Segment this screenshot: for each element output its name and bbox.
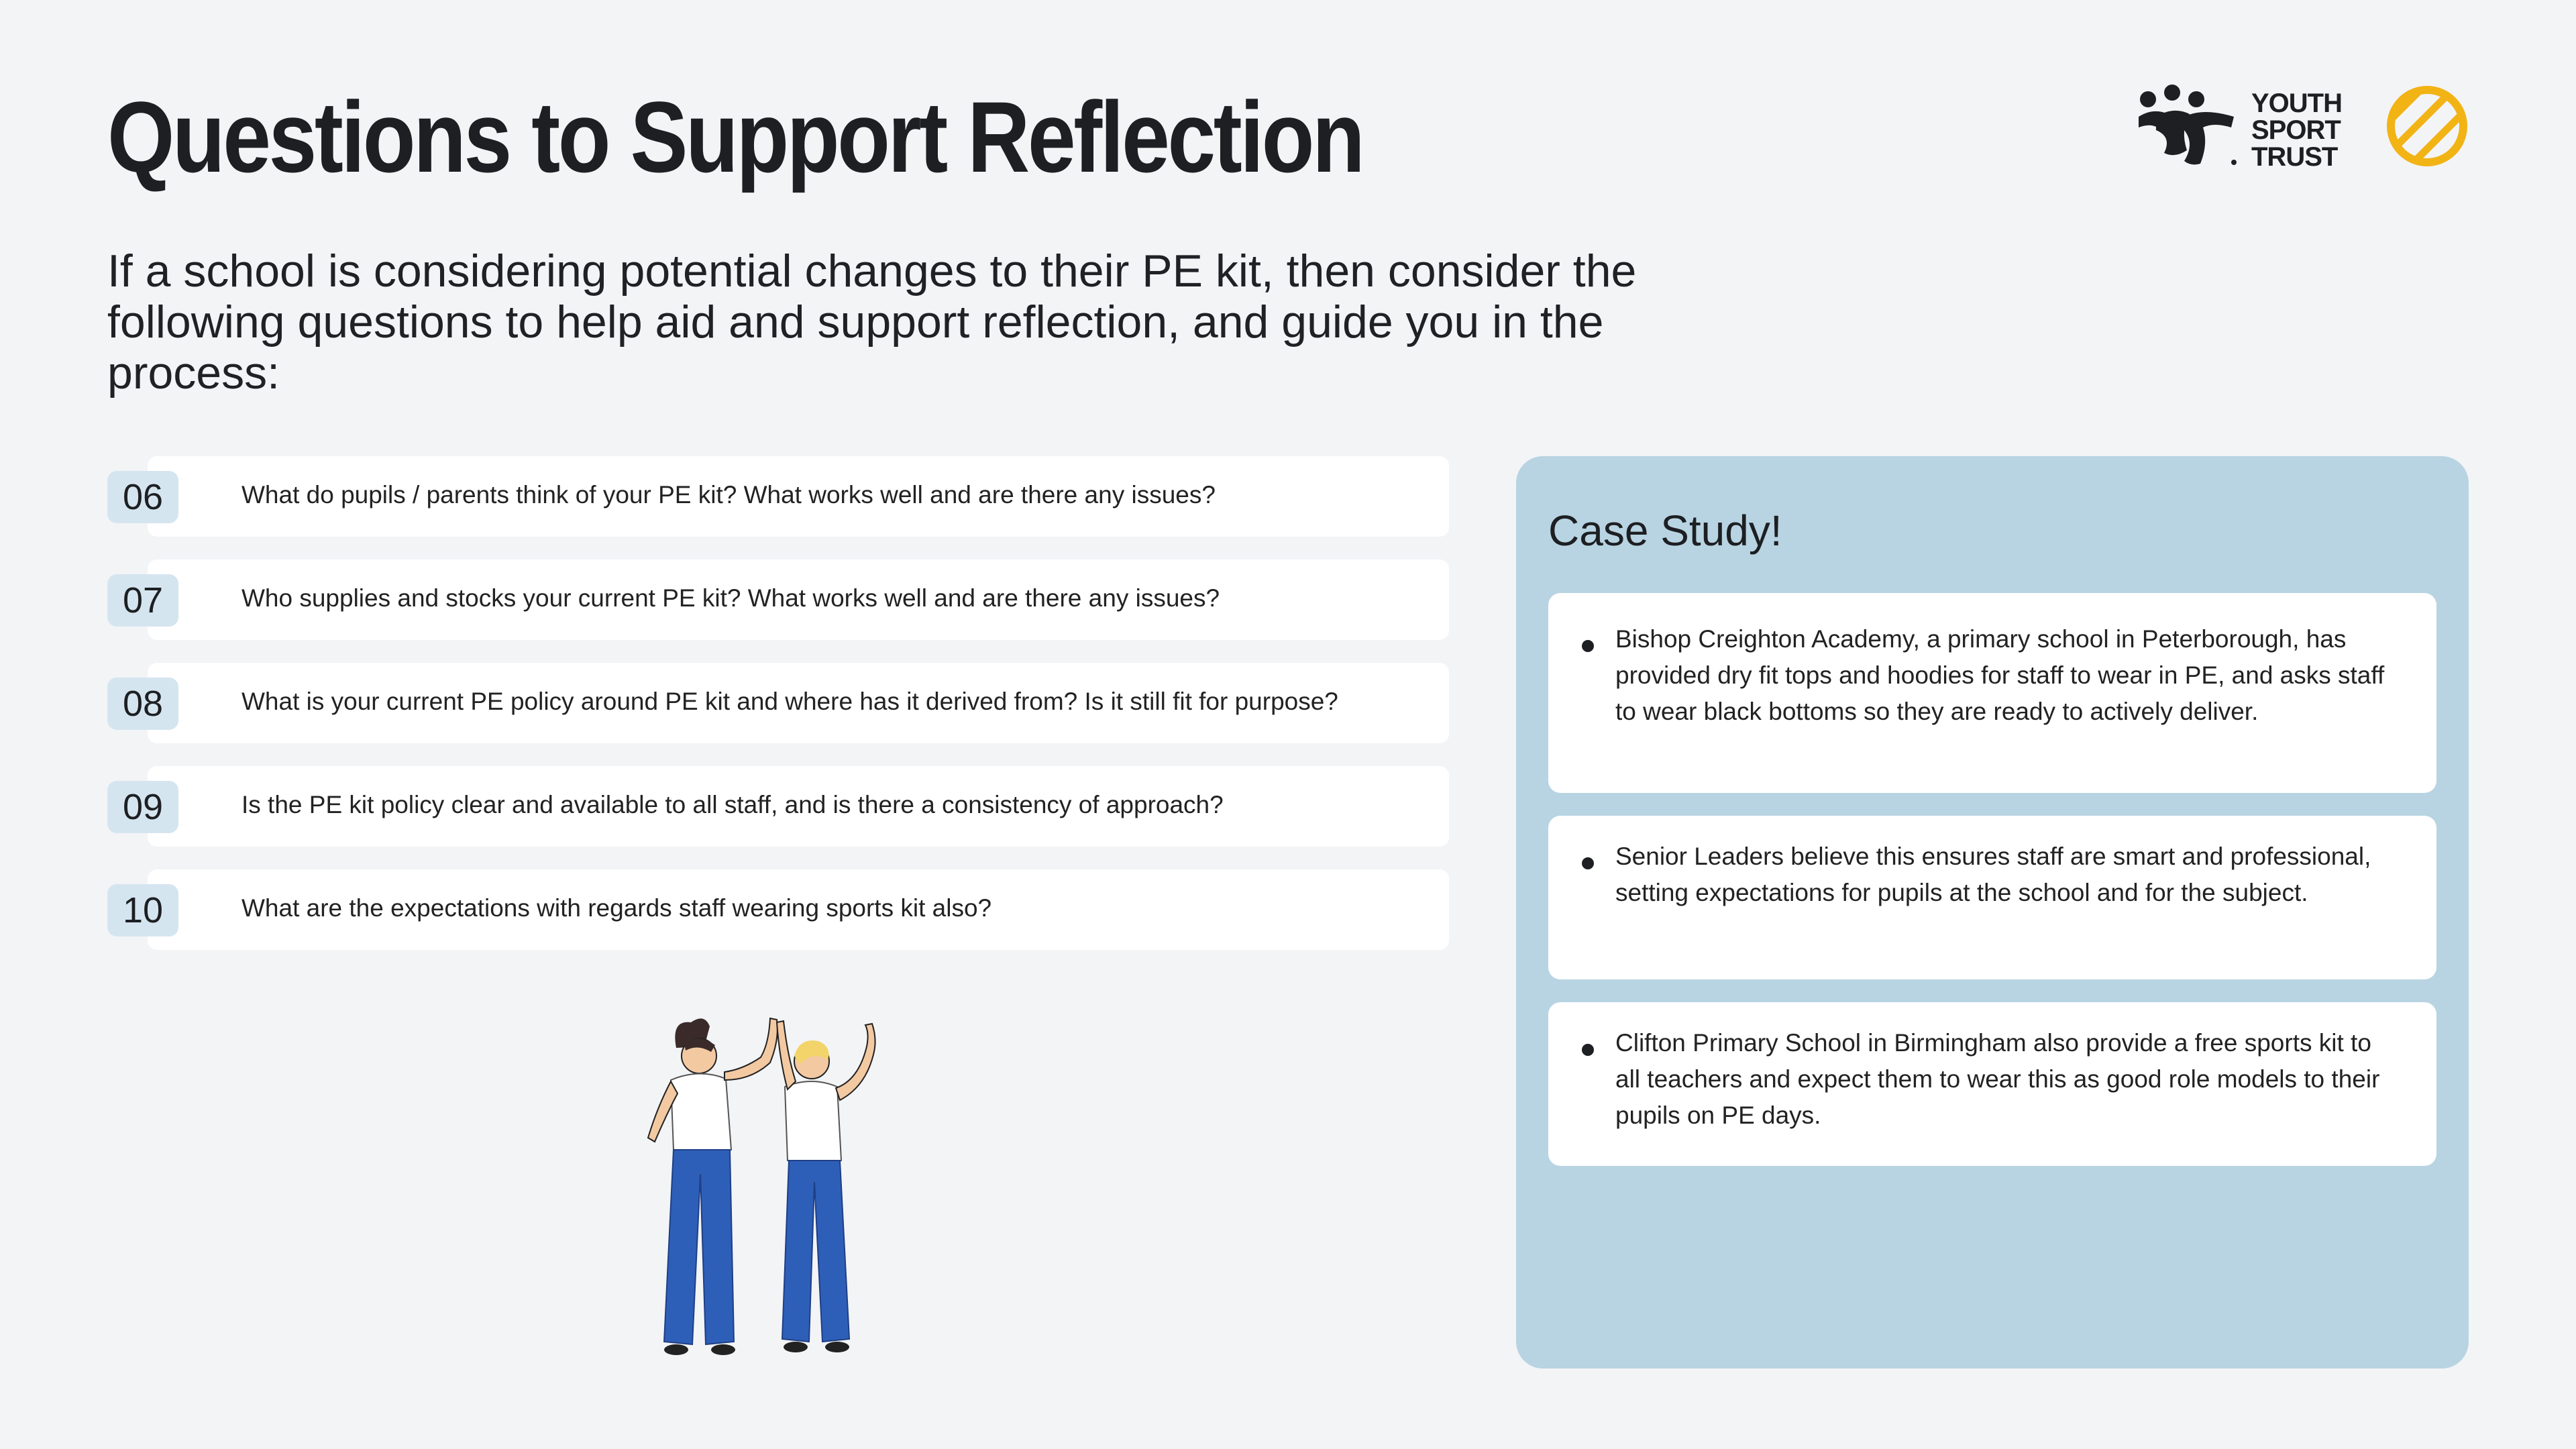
question-text: What is your current PE policy around PE… (241, 688, 1338, 715)
question-text: Who supplies and stocks your current PE … (241, 584, 1220, 612)
logo-line: SPORT (2251, 115, 2341, 145)
case-study-item: Bishop Creighton Academy, a primary scho… (1548, 593, 2436, 793)
case-study-text: Senior Leaders believe this ensures staf… (1615, 843, 2371, 906)
question-item: What is your current PE policy around PE… (107, 663, 1449, 743)
yellow-striped-circle-icon (2387, 86, 2467, 166)
case-study-item: Clifton Primary School in Birmingham als… (1548, 1002, 2436, 1166)
question-number: 06 (107, 471, 178, 523)
case-study-item: Senior Leaders believe this ensures staf… (1548, 816, 2436, 979)
question-number: 08 (107, 678, 178, 730)
question-list: What do pupils / parents think of your P… (107, 456, 1449, 973)
intro-text: If a school is considering potential cha… (107, 246, 1637, 398)
pupil-figure-left (647, 1017, 778, 1355)
bullet-icon (1582, 857, 1594, 869)
page-title: Questions to Support Reflection (107, 80, 1365, 193)
question-card: What do pupils / parents think of your P… (148, 456, 1449, 537)
question-card: What is your current PE policy around PE… (148, 663, 1449, 743)
question-item: What are the expectations with regards s… (107, 869, 1449, 950)
question-number: 10 (107, 884, 178, 936)
question-number: 09 (107, 781, 178, 833)
pupil-figure-right (775, 1020, 876, 1352)
logo-area: YOUTH SPORT TRUST (2133, 83, 2482, 177)
bullet-icon (1582, 1044, 1594, 1056)
youth-sport-trust-figures-icon (2139, 85, 2237, 165)
case-study-title: Case Study! (1548, 506, 1782, 555)
case-study-panel: Case Study! Bishop Creighton Academy, a … (1516, 456, 2469, 1368)
case-study-text: Clifton Primary School in Birmingham als… (1615, 1029, 2380, 1129)
question-card: Is the PE kit policy clear and available… (148, 766, 1449, 847)
question-card: What are the expectations with regards s… (148, 869, 1449, 950)
question-item: Who supplies and stocks your current PE … (107, 559, 1449, 640)
question-item: What do pupils / parents think of your P… (107, 456, 1449, 537)
logo-line: YOUTH (2251, 89, 2343, 118)
question-text: What are the expectations with regards s… (241, 894, 992, 922)
question-text: What do pupils / parents think of your P… (241, 481, 1216, 508)
question-item: Is the PE kit policy clear and available… (107, 766, 1449, 847)
question-number: 07 (107, 574, 178, 627)
bullet-icon (1582, 640, 1594, 652)
logo-wordmark: YOUTH SPORT TRUST (2251, 89, 2343, 172)
question-text: Is the PE kit policy clear and available… (241, 791, 1224, 818)
logo-line: TRUST (2251, 142, 2338, 172)
illustration-two-pupils (647, 1017, 876, 1355)
case-study-text: Bishop Creighton Academy, a primary scho… (1615, 625, 2385, 725)
question-card: Who supplies and stocks your current PE … (148, 559, 1449, 640)
